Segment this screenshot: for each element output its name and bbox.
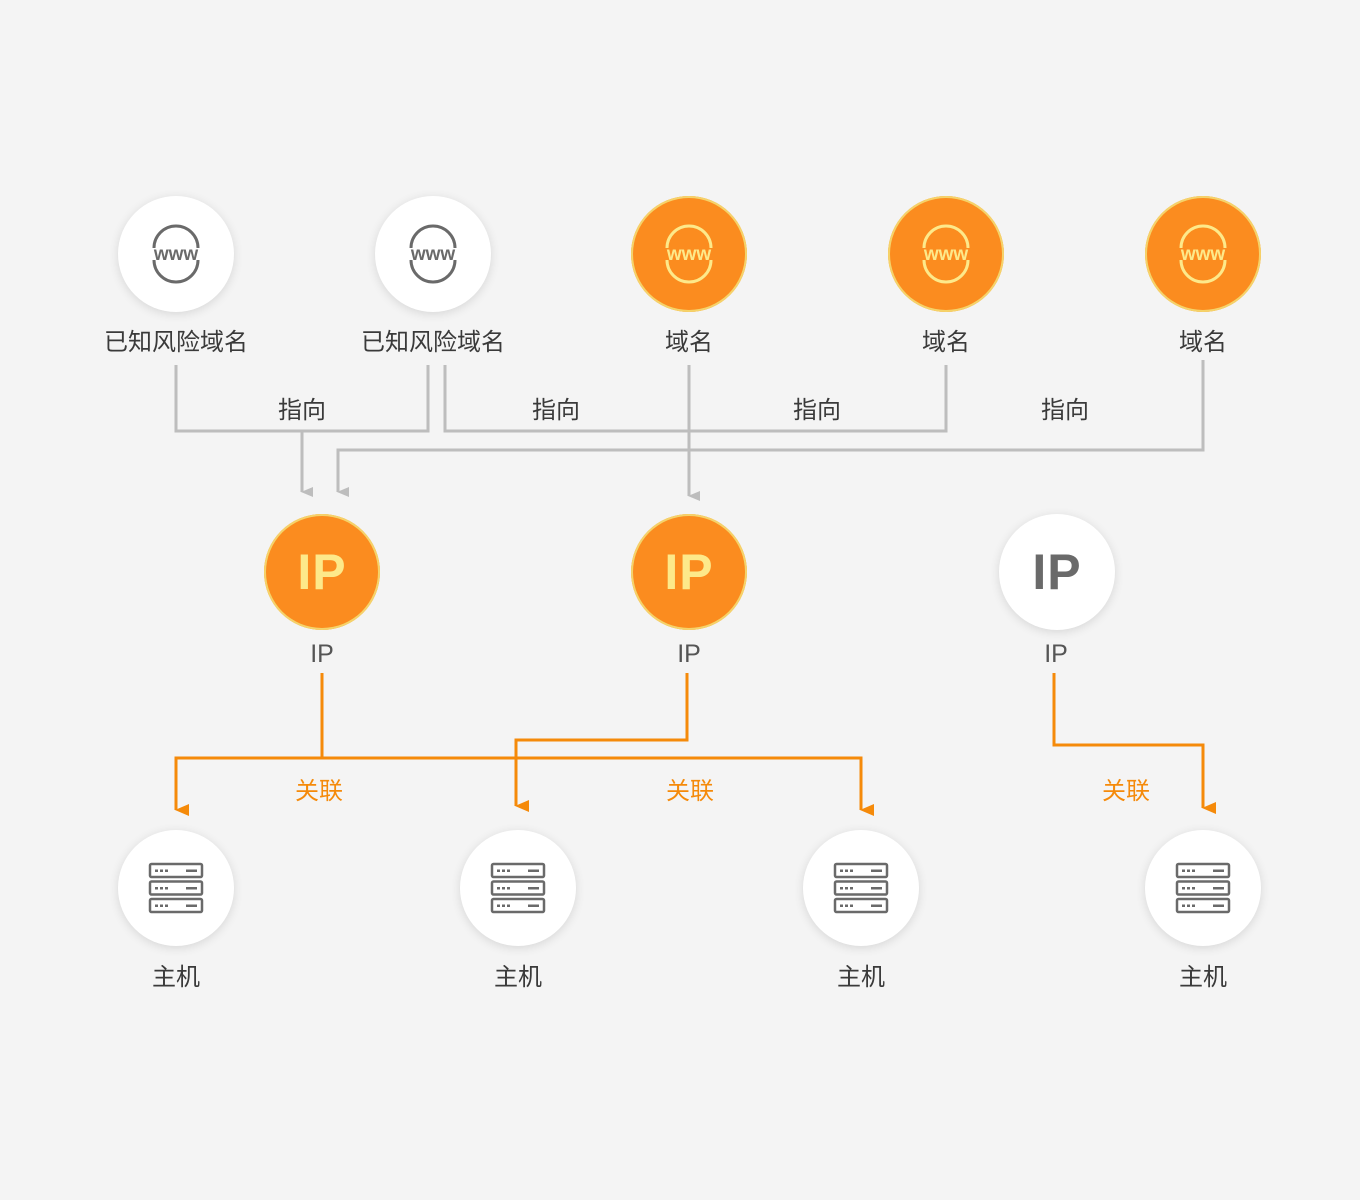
ip-node-1[interactable]: IP [264, 514, 380, 630]
www-icon: www [403, 224, 463, 284]
edge-label-points-to-4: 指向 [1041, 396, 1089, 424]
domain-node-2[interactable]: www [375, 196, 491, 312]
host-label-4: 主机 [1179, 963, 1227, 991]
www-icon: www [659, 224, 719, 284]
host-node-3[interactable] [803, 830, 919, 946]
ip-badge-text: IP [297, 544, 347, 600]
domain-label-5: 域名 [1179, 328, 1227, 356]
edge-label-associated-2: 关联 [666, 777, 714, 805]
svg-text:www: www [153, 244, 199, 265]
svg-text:www: www [923, 244, 969, 265]
edge-label-associated-3: 关联 [1102, 777, 1150, 805]
domain-node-3[interactable]: www [631, 196, 747, 312]
domain-label-4: 域名 [922, 328, 970, 356]
server-icon [831, 860, 891, 916]
ip-node-2[interactable]: IP [631, 514, 747, 630]
edge-ip3-to-host4 [1052, 673, 1216, 814]
server-icon [488, 860, 548, 916]
host-node-4[interactable] [1145, 830, 1261, 946]
host-label-3: 主机 [837, 963, 885, 991]
domain-node-1[interactable]: www [118, 196, 234, 312]
edge-domain2-domain4 [443, 365, 948, 433]
edge-ip2-to-host2 [514, 673, 689, 812]
www-icon: www [1173, 224, 1233, 284]
domain-label-2: 已知风险域名 [361, 328, 505, 356]
svg-text:www: www [410, 244, 456, 265]
domain-node-5[interactable]: www [1145, 196, 1261, 312]
host-label-2: 主机 [494, 963, 542, 991]
ip-label-3: IP [1044, 640, 1068, 668]
ip-badge-text: IP [664, 544, 714, 600]
server-icon [146, 860, 206, 916]
edge-label-points-to-3: 指向 [793, 396, 841, 424]
edge-ip1-to-host1 [174, 756, 322, 816]
server-icon [1173, 860, 1233, 916]
host-node-2[interactable] [460, 830, 576, 946]
domain-label-1: 已知风险域名 [104, 328, 248, 356]
domain-node-4[interactable]: www [888, 196, 1004, 312]
domain-label-3: 域名 [665, 328, 713, 356]
svg-text:www: www [1180, 244, 1226, 265]
www-icon: www [146, 224, 206, 284]
edge-domain5-to-ip1 [336, 360, 1205, 497]
host-node-1[interactable] [118, 830, 234, 946]
edge-label-points-to-1: 指向 [278, 396, 326, 424]
edge-label-points-to-2: 指向 [532, 396, 580, 424]
svg-text:www: www [666, 244, 712, 265]
ip-label-1: IP [310, 640, 334, 668]
edge-label-associated-1: 关联 [295, 777, 343, 805]
ip-node-3[interactable]: IP [999, 514, 1115, 630]
www-icon: www [916, 224, 976, 284]
edge-ip1-to-host3 [322, 756, 874, 816]
ip-badge-text: IP [1032, 544, 1082, 600]
host-label-1: 主机 [152, 963, 200, 991]
ip-label-2: IP [677, 640, 701, 668]
